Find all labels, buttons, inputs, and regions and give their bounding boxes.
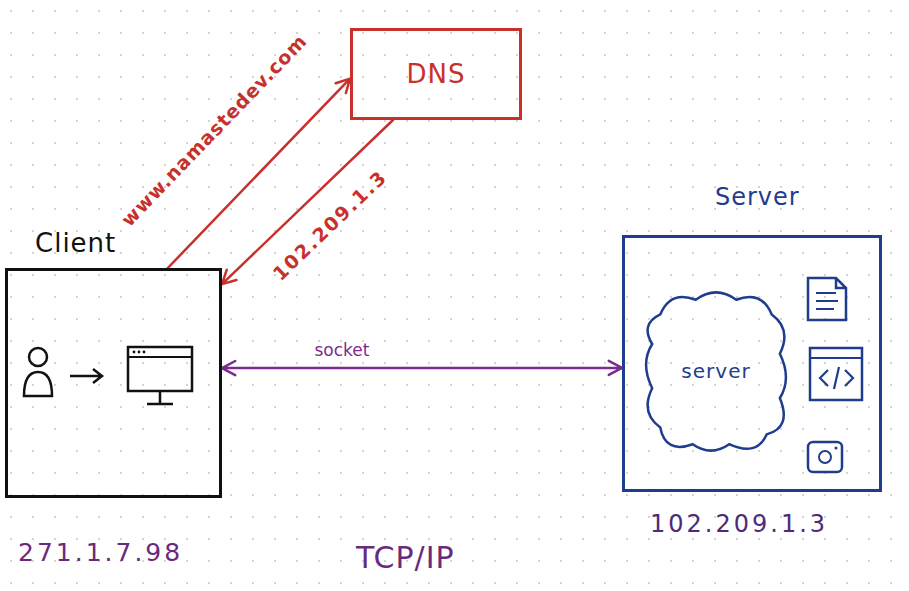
- server-cloud: server: [640, 285, 792, 457]
- connector-arrow: [222, 361, 622, 375]
- server-box: Serverserver: [622, 235, 882, 492]
- client-ip: 271.1.7.98: [18, 538, 183, 567]
- node-heading: Client: [35, 228, 116, 258]
- flow-arrow: [70, 369, 102, 383]
- monitor-screen: [128, 347, 192, 391]
- client-box: Client: [5, 268, 222, 498]
- camera-dot: [835, 447, 838, 450]
- monitor-stand: [147, 391, 173, 404]
- edge-label: www.namastedev.com: [117, 30, 311, 231]
- cloud-shape: [646, 292, 786, 450]
- person-body: [24, 372, 52, 396]
- dns-box: DNS: [350, 28, 522, 120]
- monitor-dot: [143, 351, 146, 354]
- connector-arrow: [222, 120, 393, 284]
- node-text: server: [681, 359, 750, 383]
- code-symbol: [820, 367, 853, 389]
- server-ip: 102.209.1.3: [650, 510, 828, 538]
- edge-label-holder: www.namastedev.com: [117, 30, 311, 231]
- server-ip-holder: 102.209.1.3: [650, 510, 828, 538]
- client-ip-holder: 271.1.7.98: [18, 538, 183, 567]
- node-heading: Server: [715, 183, 800, 211]
- edge-label-holder: socket: [314, 340, 369, 360]
- edge-label: 102.209.1.3: [268, 165, 391, 284]
- protocol-label: TCP/IP: [356, 540, 455, 575]
- code-window-bar: [810, 357, 862, 359]
- camera-lens: [819, 451, 831, 463]
- document-lines: [816, 293, 838, 309]
- node-text: DNS: [407, 59, 466, 89]
- protocol-label-holder: TCP/IP: [356, 540, 455, 575]
- person-head: [29, 348, 47, 366]
- monitor-dot: [138, 351, 141, 354]
- document-icon: [808, 278, 846, 320]
- monitor-bar: [128, 356, 192, 358]
- camera-icon: [808, 442, 842, 472]
- monitor-dot: [133, 351, 136, 354]
- code-window: [810, 348, 862, 400]
- edge-label-holder: 102.209.1.3: [268, 165, 391, 284]
- edge-label: socket: [314, 340, 369, 360]
